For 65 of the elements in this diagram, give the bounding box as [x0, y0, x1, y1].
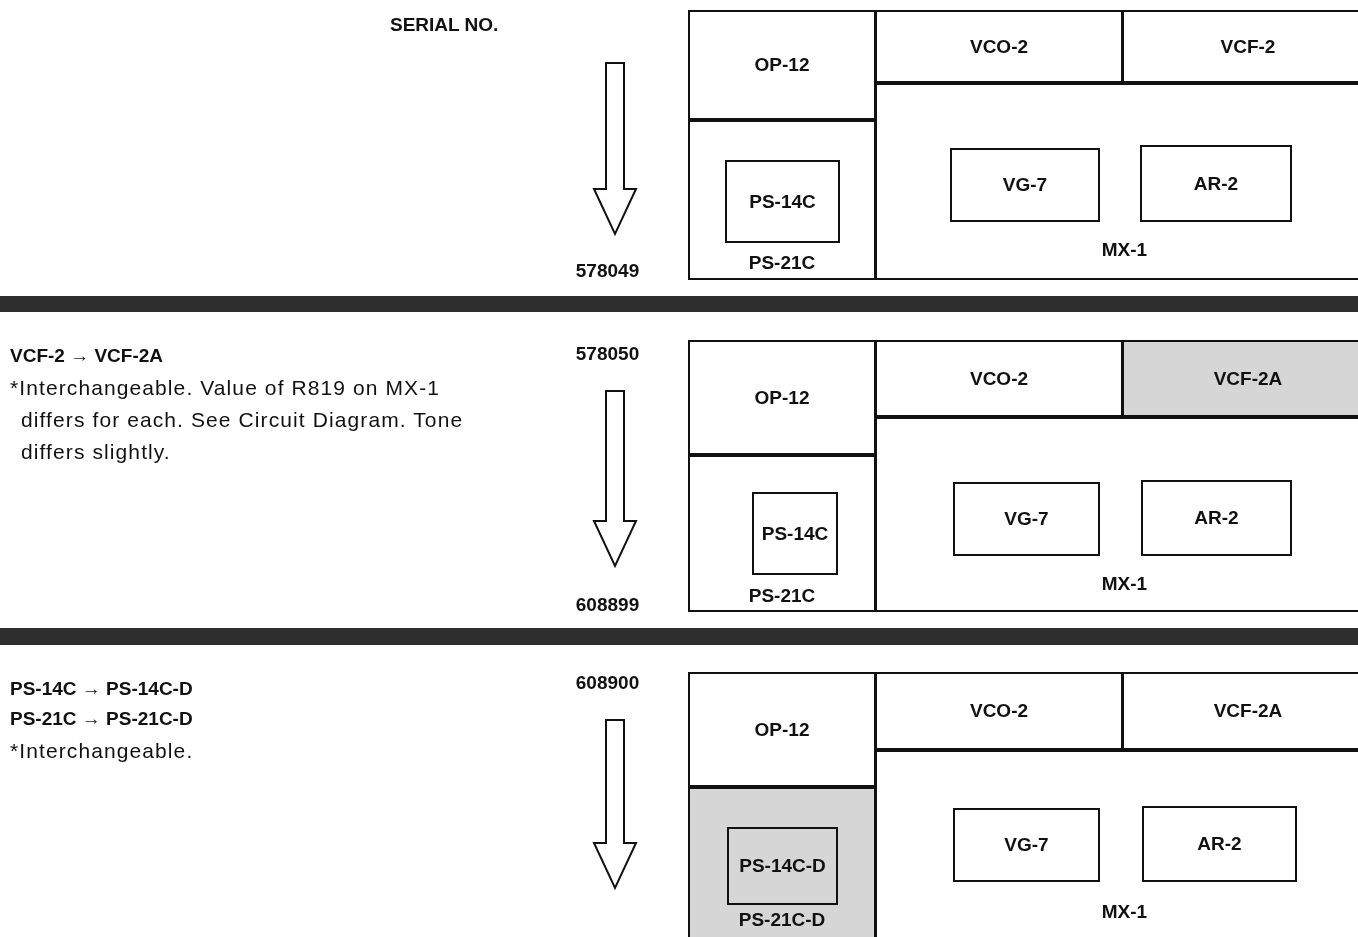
module-panel — [688, 340, 1358, 612]
module-label: OP-12 — [754, 54, 810, 76]
board-box — [953, 482, 1100, 556]
board-box — [1140, 145, 1292, 222]
module-label: MX-1 — [1101, 573, 1148, 595]
module-cell — [688, 455, 876, 612]
module-label: VCO-2 — [969, 700, 1029, 722]
module-cell — [1122, 10, 1358, 83]
module-label: MX-1 — [1101, 239, 1148, 261]
change-label: VCF-2 → VCF-2A — [10, 344, 165, 368]
module-panel — [688, 672, 1358, 937]
module-cell — [875, 750, 1358, 937]
separator-bar — [0, 296, 1358, 312]
serial-number: 578050 — [575, 343, 640, 365]
module-label: AR-2 — [1193, 172, 1239, 195]
module-cell — [688, 340, 876, 455]
module-label: PS-14C-D — [739, 855, 826, 877]
module-label: VCF-2A — [1213, 700, 1283, 722]
board-box — [725, 160, 840, 243]
note-text: *Interchangeable. — [10, 738, 195, 764]
module-cell — [875, 10, 1123, 83]
module-cell — [875, 672, 1123, 750]
note-text: *Interchangeable. Value of R819 on MX-1 differs for each. See Circuit Diagram. Tone differs slightly. — [10, 375, 465, 465]
module-label: PS-21C-D — [738, 909, 826, 931]
module-label: VCF-2 — [1220, 35, 1276, 58]
module-label: AR-2 — [1194, 507, 1239, 529]
change-label: PS-21C → PS-21C-D — [10, 707, 194, 731]
module-label: OP-12 — [754, 386, 810, 409]
separator-bar — [0, 628, 1358, 645]
board-box — [950, 148, 1100, 222]
down-arrow — [592, 390, 638, 569]
module-label: MX-1 — [1101, 901, 1148, 923]
module-label: OP-12 — [754, 718, 810, 741]
module-cell — [1122, 340, 1358, 417]
module-label: AR-2 — [1197, 833, 1242, 855]
module-panel — [688, 10, 1358, 280]
module-cell — [875, 340, 1123, 417]
down-arrow — [592, 719, 638, 891]
module-label: PS-21C — [748, 585, 816, 607]
module-label: PS-21C — [748, 252, 816, 274]
module-label: VCO-2 — [969, 367, 1029, 390]
down-arrow — [592, 62, 638, 237]
module-label: VG-7 — [1002, 174, 1048, 196]
board-box — [953, 808, 1100, 882]
serial-number: 578049 — [575, 260, 640, 282]
module-cell — [875, 83, 1358, 280]
board-box — [1141, 480, 1292, 556]
serial-number: 608899 — [575, 594, 640, 616]
module-label: VG-7 — [1004, 508, 1049, 530]
module-label: PS-14C — [749, 190, 816, 213]
serial-number: 608900 — [575, 672, 640, 694]
board-box — [752, 492, 838, 575]
board-box — [727, 827, 838, 905]
module-cell — [688, 787, 876, 937]
module-label: VG-7 — [1004, 834, 1049, 856]
module-label: VCF-2A — [1213, 367, 1283, 390]
module-cell — [688, 10, 876, 120]
module-cell — [688, 120, 876, 280]
change-label: PS-14C → PS-14C-D — [10, 677, 194, 701]
module-label: PS-14C — [761, 522, 829, 545]
board-box — [1142, 806, 1297, 882]
module-label: VCO-2 — [969, 35, 1029, 58]
change-label: SERIAL NO. — [390, 13, 500, 37]
module-cell — [875, 417, 1358, 612]
module-cell — [1122, 672, 1358, 750]
